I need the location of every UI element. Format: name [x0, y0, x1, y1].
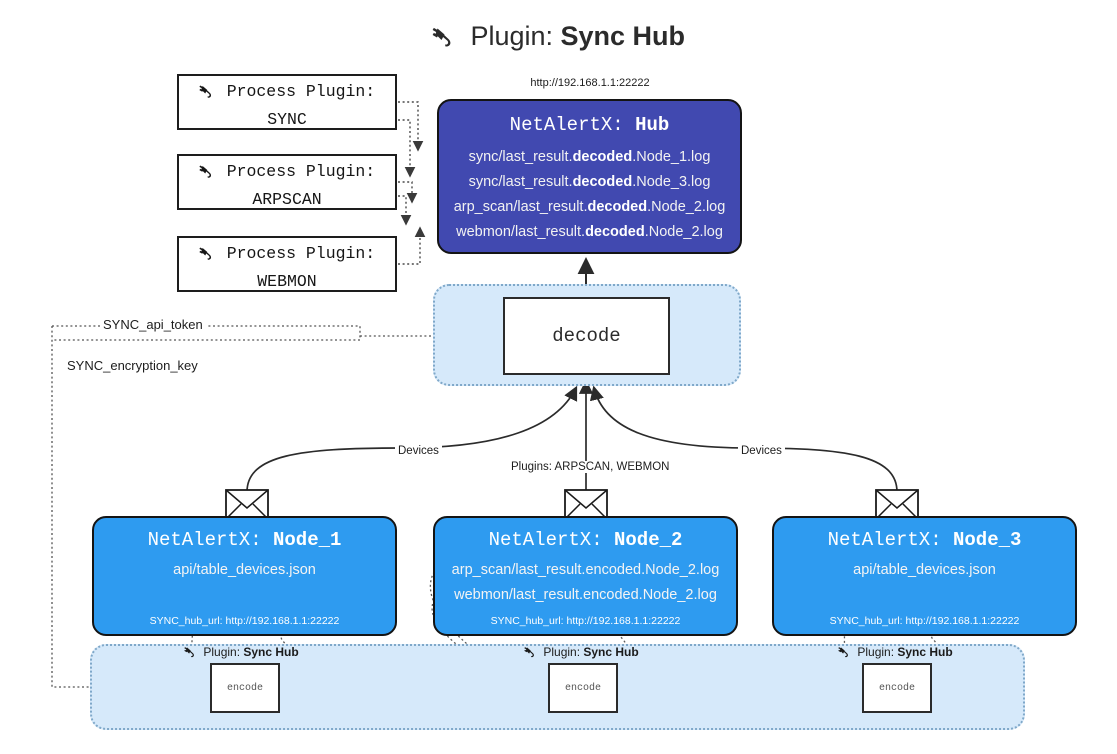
hub-url-label: http://192.168.1.1:22222 [530, 77, 650, 89]
process-plugin-label: Process Plugin: [226, 82, 376, 101]
hub-log-item: arp_scan/last_result.decoded.Node_2.log [439, 195, 740, 220]
plug-icon [838, 647, 855, 661]
edge-label-devices-right: Devices [738, 445, 785, 457]
node-title-name: Node_1 [273, 529, 342, 551]
decode-box[interactable]: decode [503, 297, 670, 375]
hub-title-prefix: NetAlertX: [509, 114, 636, 136]
node-line: arp_scan/last_result.encoded.Node_2.log [451, 562, 720, 578]
node-hub-url: SYNC_hub_url: http://192.168.1.1:22222 [490, 615, 681, 627]
node-title: NetAlertX: Node_3 [774, 529, 1075, 551]
plugin-caption-node-2: Plugin: Sync Hub [524, 645, 639, 661]
node-line: api/table_devices.json [853, 562, 996, 578]
plugin-caption-node-3: Plugin: Sync Hub [838, 645, 953, 661]
sync-api-token-label: SYNC_api_token [100, 317, 206, 332]
plugin-caption-prefix: Plugin: [857, 645, 898, 659]
process-plugin-name: SYNC [267, 110, 307, 129]
plugin-caption-node-1: Plugin: Sync Hub [184, 645, 299, 661]
process-plugin-webmon-box[interactable]: Process Plugin: WEBMON [177, 236, 397, 292]
log-post: .Node_1.log [632, 149, 711, 165]
encode-box-node-2[interactable]: encode [548, 663, 618, 713]
log-pre: webmon/last_result. [456, 224, 586, 240]
hub-title-name: Hub [635, 114, 670, 136]
hub-log-list: sync/last_result.decoded.Node_1.log sync… [439, 145, 740, 245]
node-title-prefix: NetAlertX: [147, 529, 273, 551]
hub-log-item: sync/last_result.decoded.Node_3.log [439, 170, 740, 195]
hub-box[interactable]: NetAlertX: Hub sync/last_result.decoded.… [437, 99, 742, 254]
plug-icon [184, 647, 201, 661]
node-hub-url: SYNC_hub_url: http://192.168.1.1:22222 [829, 615, 1020, 627]
log-pre: arp_scan/last_result. [453, 199, 588, 215]
edge-label-devices-left: Devices [395, 445, 442, 457]
process-plugin-name: WEBMON [257, 272, 317, 291]
log-em: decoded [572, 174, 633, 190]
node-box-node-1[interactable]: NetAlertX: Node_1 api/table_devices.json… [92, 516, 397, 636]
process-plugin-arpscan-box[interactable]: Process Plugin: ARPSCAN [177, 154, 397, 210]
title-prefix: Plugin: [470, 21, 561, 51]
log-post: .Node_2.log [644, 224, 723, 240]
node-line-list: arp_scan/last_result.encoded.Node_2.log … [435, 558, 736, 608]
log-post: .Node_3.log [632, 174, 711, 190]
node-title: NetAlertX: Node_1 [94, 529, 395, 551]
plug-icon [199, 85, 226, 104]
plugin-caption-name: Sync Hub [897, 645, 953, 659]
process-plugin-name: ARPSCAN [252, 190, 322, 209]
plug-icon [432, 24, 466, 54]
node-title-prefix: NetAlertX: [827, 529, 953, 551]
encode-box-node-3[interactable]: encode [862, 663, 932, 713]
plugin-caption-prefix: Plugin: [543, 645, 584, 659]
edge-label-plugins-center: Plugins: ARPSCAN, WEBMON [508, 461, 673, 473]
node-title-name: Node_3 [953, 529, 1022, 551]
node-line: webmon/last_result.encoded.Node_2.log [454, 587, 717, 603]
node-line-list: api/table_devices.json [94, 558, 395, 583]
log-em: decoded [587, 199, 648, 215]
plug-icon [199, 247, 226, 266]
node-line-list: api/table_devices.json [774, 558, 1075, 583]
hub-title: NetAlertX: Hub [439, 114, 740, 136]
log-pre: sync/last_result. [468, 149, 573, 165]
sync-encryption-key-label: SYNC_encryption_key [64, 358, 201, 373]
node-hub-url: SYNC_hub_url: http://192.168.1.1:22222 [149, 615, 340, 627]
log-post: .Node_2.log [647, 199, 726, 215]
node-box-node-2[interactable]: NetAlertX: Node_2 arp_scan/last_result.e… [433, 516, 738, 636]
process-plugin-line1-wrap: Process Plugin: [179, 159, 395, 187]
node-box-node-3[interactable]: NetAlertX: Node_3 api/table_devices.json… [772, 516, 1077, 636]
process-plugin-line1-wrap: Process Plugin: [179, 241, 395, 269]
plug-icon [524, 647, 541, 661]
process-plugin-label: Process Plugin: [226, 244, 376, 263]
hub-log-item: webmon/last_result.decoded.Node_2.log [439, 220, 740, 245]
plugin-caption-name: Sync Hub [243, 645, 299, 659]
envelope-icon-group [225, 489, 919, 520]
encode-box-node-1[interactable]: encode [210, 663, 280, 713]
process-plugin-label: Process Plugin: [226, 162, 376, 181]
plug-icon [199, 165, 226, 184]
process-plugin-line1-wrap: Process Plugin: [179, 79, 395, 107]
hub-log-item: sync/last_result.decoded.Node_1.log [439, 145, 740, 170]
plugin-caption-prefix: Plugin: [203, 645, 244, 659]
plugin-caption-name: Sync Hub [583, 645, 639, 659]
node-title-name: Node_2 [614, 529, 683, 551]
title-name: Sync Hub [560, 21, 686, 51]
log-pre: sync/last_result. [468, 174, 573, 190]
node-title: NetAlertX: Node_2 [435, 529, 736, 551]
page-title: Plugin: Sync Hub [0, 18, 1117, 57]
process-plugin-sync-box[interactable]: Process Plugin: SYNC [177, 74, 397, 130]
log-em: decoded [585, 224, 645, 240]
node-title-prefix: NetAlertX: [488, 529, 614, 551]
node-line: api/table_devices.json [173, 562, 316, 578]
log-em: decoded [572, 149, 633, 165]
